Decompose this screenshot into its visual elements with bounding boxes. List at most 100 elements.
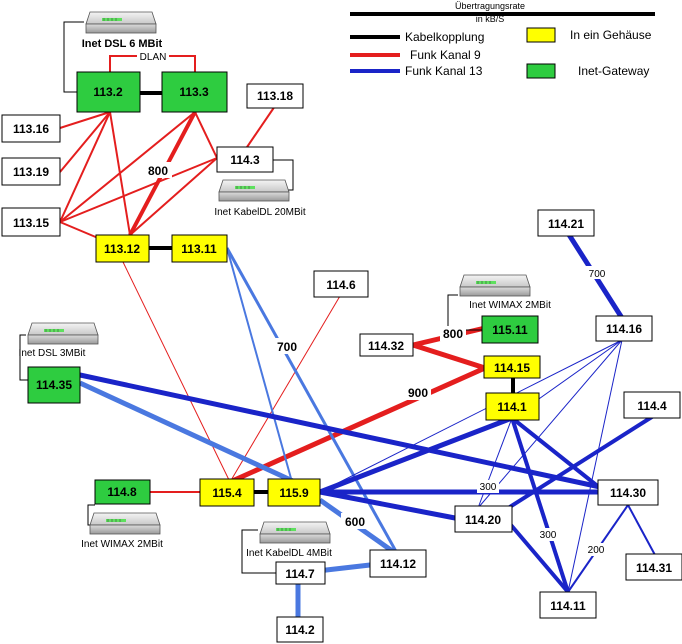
legend-rate-unit: in kB/S	[476, 14, 505, 24]
rate-label: 300	[480, 482, 497, 493]
rate-bg	[341, 513, 369, 529]
dlan-label: DLAN	[140, 52, 167, 63]
node-114.2	[276, 616, 324, 643]
node-114.12-label: 114.12	[380, 557, 416, 571]
gateway-kabel4-label: Inet KabelDL 4MBit	[246, 548, 332, 559]
node-114.1	[485, 392, 540, 421]
node-114.8-label: 114.8	[107, 485, 137, 499]
node-113.19-label: 113.19	[13, 165, 49, 179]
rate-label: 900	[408, 386, 428, 400]
link-114.32-114.15	[412, 342, 486, 371]
node-113.19	[1, 157, 61, 186]
link-115.4-114.6	[229, 295, 341, 483]
node-113.18-label: 113.18	[257, 89, 293, 103]
legend-rate-label: Übertragungsrate	[455, 1, 525, 11]
node-114.35-label: 114.35	[36, 378, 72, 392]
link-114.3-113.18	[244, 105, 276, 151]
legend-same-case-swatch	[526, 27, 556, 43]
node-114.4	[623, 391, 681, 419]
node-114.1-label: 114.1	[497, 400, 527, 414]
link-114.20-114.4	[503, 413, 657, 512]
gateway-dsl6-label: Inet DSL 6 MBit	[82, 38, 163, 50]
link-114.35-115.9	[78, 380, 297, 485]
node-114.35	[27, 366, 81, 404]
network-device-icon	[459, 274, 531, 297]
gateway-wimax-bottom-label: Inet WIMAX 2MBit	[81, 539, 163, 550]
rate-bg	[586, 266, 608, 279]
connector-dsl6	[63, 21, 84, 93]
node-114.21-label: 114.21	[548, 217, 584, 231]
node-114.16-label: 114.16	[606, 322, 642, 336]
link-113.12-115.4	[122, 261, 231, 483]
node-114.11-label: 114.11	[550, 599, 586, 613]
node-114.31-label: 114.31	[636, 561, 672, 575]
rate-label: 600	[345, 515, 365, 529]
legend-channel13-label: Funk Kanal 13	[405, 64, 483, 78]
node-114.7	[275, 561, 326, 585]
link-114.35-114.30	[79, 372, 629, 496]
node-114.3	[216, 146, 274, 173]
node-113.2	[76, 71, 141, 113]
nodes: 113.2 113.3 115.11 114.35 114.8 113.12 1…	[1, 71, 682, 643]
node-113.18	[246, 83, 304, 109]
node-115.9	[267, 478, 321, 507]
legend-channel9-label: Funk Kanal 9	[410, 48, 481, 62]
node-114.4-label: 114.4	[637, 399, 667, 413]
legend-gateway-label: Inet-Gateway	[578, 64, 649, 78]
link-115.4-114.15	[228, 365, 487, 485]
link-113.15-113.2	[59, 111, 111, 223]
connector-dsl3	[19, 334, 28, 381]
rate-bg	[477, 480, 499, 493]
rate-bg	[274, 338, 300, 354]
node-113.15	[1, 207, 61, 237]
network-device-icon	[259, 521, 331, 544]
node-114.15-label: 114.15	[494, 361, 530, 375]
link-113.15-114.3	[59, 157, 218, 223]
node-114.20-label: 114.20	[465, 513, 501, 527]
node-113.2-label: 113.2	[93, 85, 123, 99]
network-device-icon	[218, 179, 290, 202]
gateway-wimax-top-label: Inet WIMAX 2MBit	[469, 300, 551, 311]
node-113.3-label: 113.3	[179, 85, 209, 99]
node-115.4-label: 115.4	[212, 486, 242, 500]
link-113.2-113.12	[109, 111, 131, 236]
network-device-icon	[85, 11, 157, 34]
rate-label: 800	[443, 327, 463, 341]
link-114.16-114.20	[477, 339, 623, 509]
node-115.11-label: 115.11	[492, 323, 528, 337]
link-114.16-115.9	[319, 339, 623, 493]
rate-bg	[585, 543, 607, 556]
node-114.16	[595, 315, 653, 342]
legend-same-case-label: In ein Gehäuse	[570, 28, 652, 42]
link-113.15-113.12	[59, 221, 99, 239]
rate-bg	[440, 326, 466, 341]
node-115.11	[481, 315, 539, 344]
link-113.19-113.2	[59, 111, 111, 173]
node-113.3	[161, 71, 228, 113]
link-113.11-115.9	[226, 247, 293, 483]
node-115.4	[199, 478, 255, 507]
node-113.11-label: 113.11	[181, 242, 217, 256]
link-114.16-114.11	[567, 339, 623, 593]
rate-bg	[537, 528, 559, 541]
node-114.8	[94, 479, 151, 505]
node-114.31	[625, 553, 682, 581]
node-114.2-label: 114.2	[285, 623, 315, 637]
gateway-kabel20-label: Inet KabelDL 20MBit	[214, 207, 306, 218]
link-115.9-114.20	[319, 489, 456, 521]
node-114.15	[483, 355, 541, 379]
node-113.16-label: 113.16	[13, 122, 49, 136]
node-114.21	[537, 209, 595, 237]
connector-kabel20	[272, 159, 294, 191]
node-113.12	[95, 234, 150, 263]
legend-gateway-swatch	[526, 63, 556, 79]
gateway-devices: Inet DSL 6 MBit DLAN Inet KabelDL 20MBit…	[19, 11, 551, 559]
node-113.12-label: 113.12	[104, 242, 140, 256]
node-113.15-label: 113.15	[13, 216, 49, 230]
link-113.15-113.3	[59, 111, 196, 223]
node-113.11	[171, 234, 228, 263]
rate-label: 300	[540, 530, 557, 541]
link-114.1-114.11	[510, 417, 570, 593]
node-113.16	[1, 114, 61, 143]
legend-cable-label: Kabelkopplung	[405, 30, 484, 44]
